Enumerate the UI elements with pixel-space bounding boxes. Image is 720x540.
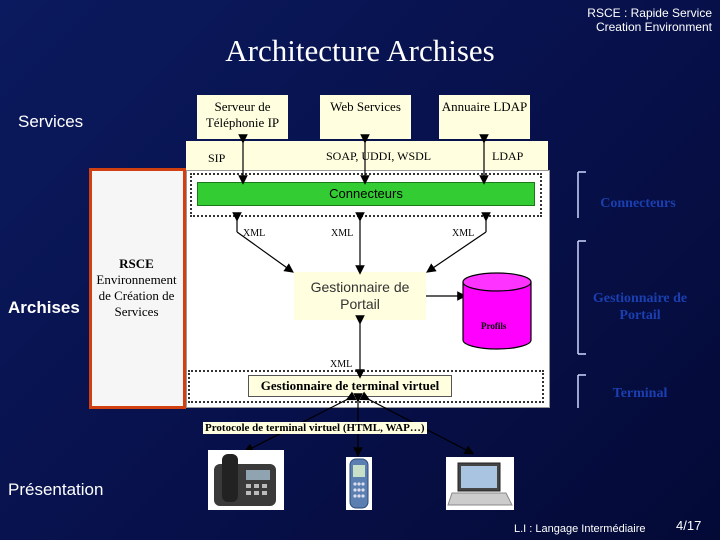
right-label-portal: Gestionnaire de Portail (592, 291, 688, 323)
rsce-text: RSCE Environnement de Création de Servic… (89, 256, 184, 320)
connecteurs-label: Connecteurs (329, 186, 403, 201)
mobile-phone-icon (346, 457, 372, 510)
service-box-web: Web Services (320, 95, 411, 139)
protocol-ldap-overlay: LDAP (492, 149, 524, 163)
portal-manager-label: Gestionnaire de Portail (310, 279, 410, 312)
page-title: Architecture Archises (225, 33, 495, 68)
rsce-description: Environnement de Création de Services (96, 272, 177, 319)
xml-right: XML (452, 228, 475, 239)
xml-left: XML (243, 228, 266, 239)
right-label-terminal: Terminal (612, 386, 668, 401)
connecteurs-bar: Connecteurs (197, 182, 535, 206)
portal-manager-box: Gestionnaire de Portail (294, 272, 426, 320)
desk-phone-icon (208, 450, 284, 510)
service-ldap-label: Annuaire LDAP (441, 99, 528, 114)
service-box-ldap: Annuaire LDAP (439, 95, 530, 139)
xml-mid: XML (331, 228, 354, 239)
service-box-telephony: Serveur de Téléphonie IP (197, 95, 288, 139)
profils-database-icon (462, 272, 532, 350)
terminal-manager-label: Gestionnaire de terminal virtuel (260, 378, 440, 393)
xml-bottom: XML (330, 359, 353, 370)
page-number: 4/17 (676, 518, 702, 533)
arrow-xml-right-portal (426, 231, 487, 273)
rsce-box (89, 168, 186, 409)
laptop-icon (446, 457, 514, 510)
arrow-xml-left-portal (236, 231, 294, 273)
corner-note: RSCE : Rapide Service Creation Environme… (587, 6, 712, 34)
profils-label: Profils (481, 321, 507, 331)
terminal-manager-box: Gestionnaire de terminal virtuel (248, 375, 452, 397)
layer-label-presentation: Présentation (8, 480, 104, 499)
layer-label-archises: Archises (8, 298, 80, 317)
protocol-sip-overlay: SIP (208, 151, 226, 165)
right-brackets (577, 171, 586, 408)
rsce-title: RSCE (119, 256, 154, 271)
service-telephony-label: Serveur de Téléphonie IP (205, 99, 280, 130)
terminal-protocol-label: Protocole de terminal virtuel (HTML, WAP… (203, 422, 427, 434)
right-label-connecteurs: Connecteurs (600, 196, 676, 211)
service-web-label: Web Services (330, 99, 401, 114)
protocol-soap-overlay: SOAP, UDDI, WSDL (326, 149, 432, 163)
layer-label-services: Services (18, 112, 84, 131)
footer-legend: L.I : Langage Intermédiaire (514, 523, 646, 535)
